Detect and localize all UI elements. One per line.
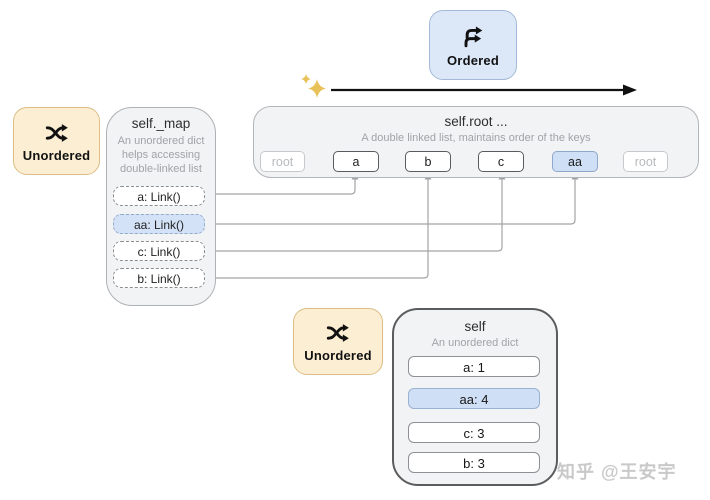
- self-item-a: a: 1: [408, 356, 540, 377]
- self-map-title: self._map: [131, 116, 191, 131]
- shuffle-icon: [39, 120, 75, 146]
- list-node-c: c: [478, 151, 524, 172]
- flow-arrow: [331, 84, 637, 96]
- self-title: self: [464, 319, 486, 334]
- shuffle-icon: [320, 320, 356, 346]
- self-item-aa: aa: 4: [408, 388, 540, 409]
- map-item-b: b: Link(): [113, 268, 205, 288]
- repeat-right-arrows-icon: [456, 23, 490, 51]
- self-map-subtitle: An unordered dict helps accessing double…: [117, 135, 205, 175]
- map-item-aa: aa: Link(): [113, 214, 205, 234]
- map-to-node-connectors: [209, 178, 576, 279]
- list-node-a: a: [333, 151, 379, 172]
- self-root-title: self.root ...: [444, 114, 508, 129]
- sparkle-icon: [301, 74, 326, 98]
- list-node-b: b: [405, 151, 451, 172]
- unordered-badge-top: Unordered: [13, 107, 100, 175]
- ordered-badge: Ordered: [429, 10, 517, 80]
- list-node-root-right: root: [623, 151, 668, 172]
- unordered-badge-label: Unordered: [22, 147, 91, 163]
- map-item-a: a: Link(): [113, 186, 205, 206]
- ordered-badge-label: Ordered: [447, 52, 499, 68]
- watermark: 知乎 @王安宇: [557, 462, 677, 482]
- self-item-c: c: 3: [408, 422, 540, 443]
- map-item-c: c: Link(): [113, 241, 205, 261]
- self-item-b: b: 3: [408, 452, 540, 473]
- list-node-root-left: root: [260, 151, 305, 172]
- list-node-aa: aa: [552, 151, 598, 172]
- self-subtitle: An unordered dict: [431, 337, 519, 349]
- unordered-badge-label: Unordered: [304, 348, 372, 363]
- self-root-subtitle: A double linked list, maintains order of…: [361, 132, 591, 144]
- unordered-badge-bottom: Unordered: [293, 308, 383, 375]
